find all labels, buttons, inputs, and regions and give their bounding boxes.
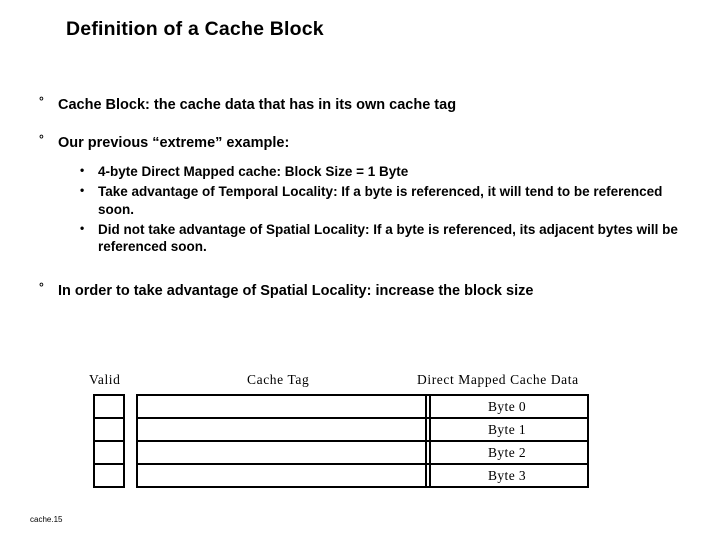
cache-tag-cell (136, 394, 431, 419)
bullet-text: Cache Block: the cache data that has in … (58, 97, 457, 113)
diagram-headers: Valid Cache Tag Direct Mapped Cache Data (0, 372, 720, 390)
bullet-item-3: • 4-byte Direct Mapped cache: Block Size… (36, 163, 696, 181)
cache-data-cell: Byte 2 (425, 440, 589, 465)
bullet-marker-degree: ° (39, 131, 44, 146)
valid-cell (93, 417, 125, 442)
valid-column (93, 394, 125, 488)
header-valid: Valid (89, 372, 121, 387)
bullet-marker-dot: • (80, 220, 85, 235)
cache-data-cell: Byte 0 (425, 394, 589, 419)
cache-tag-cell (136, 463, 431, 488)
bullet-text: Our previous “extreme” example: (58, 134, 290, 151)
bullet-item-6: ° In order to take advantage of Spatial … (36, 280, 696, 302)
bullet-list: ° Cache Block: the cache data that has i… (36, 94, 696, 308)
bullet-marker-degree: ° (39, 280, 44, 295)
slide-footer: cache.15 (30, 515, 63, 524)
header-cache-tag: Cache Tag (247, 372, 310, 387)
bullet-item-1: ° Cache Block: the cache data that has i… (36, 94, 696, 116)
bullet-text: 4-byte Direct Mapped cache: Block Size =… (98, 164, 409, 180)
cache-data-column: Byte 0 Byte 1 Byte 2 Byte 3 (425, 394, 589, 488)
page-title: Definition of a Cache Block (66, 18, 324, 40)
bullet-item-4: • Take advantage of Temporal Locality: I… (36, 183, 696, 219)
bullet-text: Take advantage of Temporal Locality: If … (98, 183, 663, 217)
bullet-marker-dot: • (80, 182, 85, 197)
cache-data-cell: Byte 3 (425, 463, 589, 488)
cache-data-cell: Byte 1 (425, 417, 589, 442)
bullet-marker-degree: ° (39, 94, 44, 108)
valid-cell (93, 440, 125, 465)
valid-cell (93, 463, 125, 488)
bullet-item-5: • Did not take advantage of Spatial Loca… (36, 221, 696, 257)
cache-diagram: Valid Cache Tag Direct Mapped Cache Data… (0, 372, 720, 488)
bullet-item-2: ° Our previous “extreme” example: (36, 131, 696, 154)
cache-tag-cell (136, 417, 431, 442)
valid-cell (93, 394, 125, 419)
bullet-text: In order to take advantage of Spatial Lo… (58, 283, 534, 300)
bullet-text: Did not take advantage of Spatial Locali… (98, 221, 678, 255)
cache-tag-column (136, 394, 431, 488)
bullet-marker-dot: • (80, 163, 85, 178)
header-cache-data: Direct Mapped Cache Data (417, 372, 579, 387)
cache-tag-cell (136, 440, 431, 465)
diagram-grid: Byte 0 Byte 1 Byte 2 Byte 3 (0, 394, 720, 514)
